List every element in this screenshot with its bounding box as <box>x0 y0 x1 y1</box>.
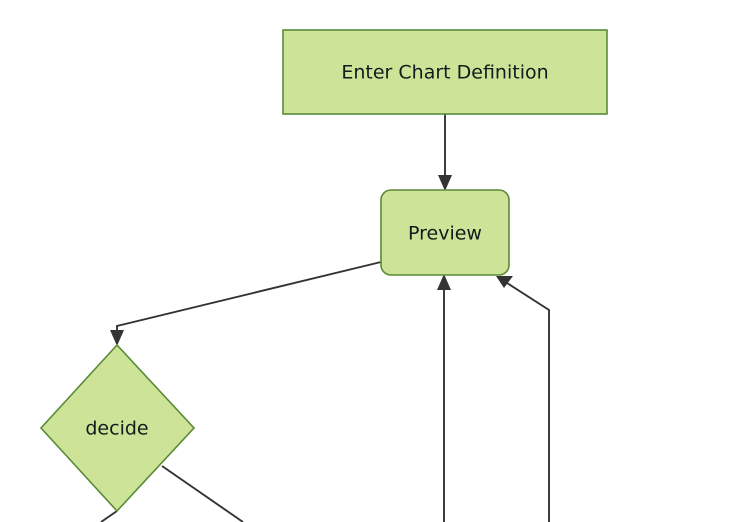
edge-into-preview-bottom-right-arrowhead <box>496 276 513 288</box>
edge-into-preview-bottom-arrowhead <box>437 274 451 290</box>
edge-enter-to-preview-arrowhead <box>438 175 452 191</box>
node-enter-chart-definition[interactable]: Enter Chart Definition <box>282 29 608 115</box>
node-decide[interactable]: decide <box>39 343 196 513</box>
edge-preview-to-decide-arrowhead <box>110 330 124 346</box>
edge-layer <box>100 114 550 522</box>
node-preview[interactable]: Preview <box>380 189 510 276</box>
edge-decide-out-right <box>161 465 244 522</box>
edge-decide-out-left <box>100 510 118 522</box>
node-enter-chart-definition-shape[interactable] <box>282 29 608 115</box>
node-decide-shape[interactable] <box>39 343 196 513</box>
edge-preview-to-decide <box>110 261 382 346</box>
node-layer: Enter Chart Definition Preview decide <box>39 29 608 513</box>
edge-enter-to-preview <box>438 114 452 191</box>
edge-into-preview-bottom <box>437 274 451 522</box>
edge-decide-out-right-line <box>161 465 244 522</box>
edge-decide-out-left-line <box>100 510 118 522</box>
node-preview-shape[interactable] <box>380 189 510 276</box>
edge-preview-to-decide-line <box>116 261 382 337</box>
edge-into-preview-bottom-right-line <box>503 280 550 522</box>
edge-into-preview-bottom-right <box>496 276 550 522</box>
